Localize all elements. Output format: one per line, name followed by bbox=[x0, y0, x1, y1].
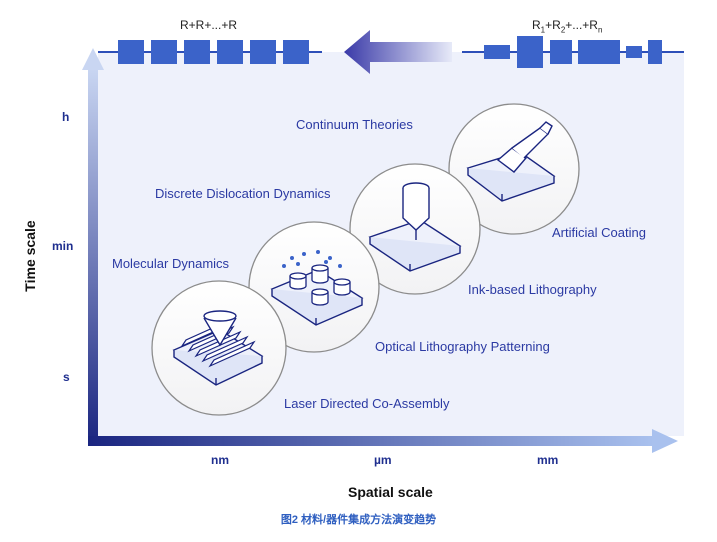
y-axis-title: Time scale bbox=[22, 220, 38, 292]
label-laser-assembly: Laser Directed Co-Assembly bbox=[284, 396, 450, 411]
x-tick-nm: nm bbox=[211, 453, 229, 467]
y-tick-h: h bbox=[62, 110, 70, 124]
circle-laser-assembly bbox=[151, 280, 287, 416]
label-discrete-dislocation: Discrete Dislocation Dynamics bbox=[155, 186, 331, 201]
circle-ink-lithography bbox=[349, 163, 481, 295]
label-continuum-theories: Continuum Theories bbox=[296, 117, 413, 132]
circle-artificial-coating bbox=[448, 103, 580, 235]
y-tick-s: s bbox=[63, 370, 70, 384]
x-tick-mm: mm bbox=[537, 453, 559, 467]
x-tick-um: µm bbox=[374, 453, 392, 467]
uniform-scale-formula: R+R+...+R bbox=[180, 18, 238, 32]
label-ink-lithography: Ink-based Lithography bbox=[468, 282, 597, 297]
x-axis bbox=[88, 436, 654, 446]
y-tick-min: min bbox=[52, 239, 74, 253]
multi-scale-bar bbox=[462, 36, 684, 68]
x-axis-arrowhead bbox=[652, 429, 678, 453]
circle-optical-lithography bbox=[248, 221, 380, 353]
multi-scale-formula: R1+R2+...+Rn bbox=[532, 18, 603, 35]
y-axis bbox=[88, 68, 98, 446]
label-optical-lithography: Optical Lithography Patterning bbox=[375, 339, 550, 354]
evolution-arrow bbox=[344, 30, 452, 74]
x-axis-title: Spatial scale bbox=[348, 484, 433, 500]
uniform-scale-bar bbox=[98, 40, 322, 64]
figure-caption: 图2 材料/器件集成方法演变趋势 bbox=[280, 514, 437, 526]
y-axis-arrowhead bbox=[82, 48, 104, 70]
label-artificial-coating: Artificial Coating bbox=[552, 225, 646, 240]
label-molecular-dynamics: Molecular Dynamics bbox=[112, 256, 230, 271]
